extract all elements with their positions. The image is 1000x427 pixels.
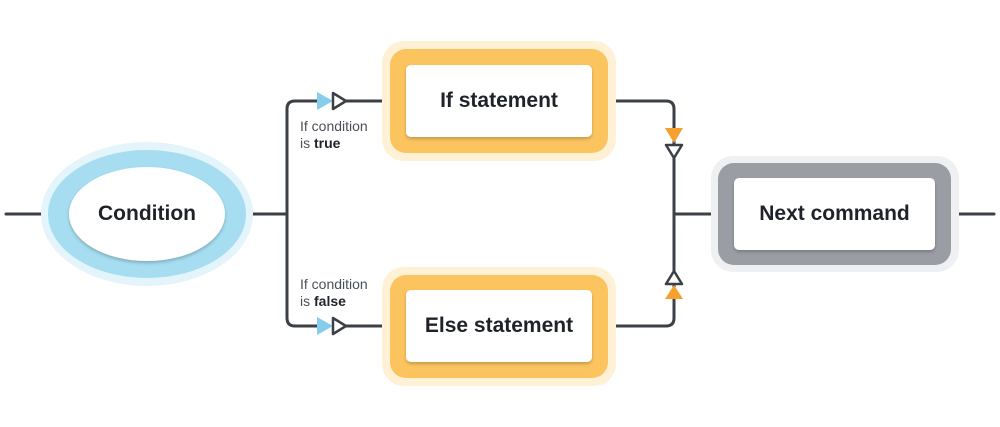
true-branch-value: true	[314, 135, 341, 151]
condition-node-shape	[41, 142, 253, 286]
next-command-label: Next command	[759, 202, 910, 225]
else-statement-node-shape	[382, 267, 616, 386]
arrow-down-icon	[664, 128, 684, 160]
next-command-node[interactable]: Next command	[734, 178, 935, 250]
arrow-right-icon	[317, 316, 348, 336]
line-condition-split	[250, 99, 324, 328]
if-statement-label: If statement	[440, 89, 558, 112]
if-statement-node-shape	[382, 41, 616, 161]
true-branch-label: If condition is true	[300, 118, 368, 152]
false-branch-label-line2: is false	[300, 293, 368, 310]
true-branch-label-line2: is true	[300, 135, 368, 152]
connector-lines	[4, 99, 996, 328]
else-statement-label: Else statement	[424, 314, 574, 337]
false-branch-is: is	[300, 293, 311, 309]
false-branch-label: If condition is false	[300, 276, 368, 310]
condition-node[interactable]: Condition	[69, 167, 225, 261]
false-branch-label-line1: If condition	[300, 276, 368, 292]
line-if-to-merge	[614, 99, 676, 328]
if-statement-node[interactable]: If statement	[406, 65, 592, 137]
arrow-up-icon	[664, 269, 684, 299]
true-branch-is: is	[300, 135, 311, 151]
condition-label: Condition	[98, 202, 196, 225]
else-statement-node[interactable]: Else statement	[406, 290, 592, 362]
next-command-node-shape	[711, 156, 959, 272]
arrow-right-icon	[317, 91, 348, 111]
false-branch-value: false	[314, 293, 346, 309]
true-branch-label-line1: If condition	[300, 118, 368, 134]
